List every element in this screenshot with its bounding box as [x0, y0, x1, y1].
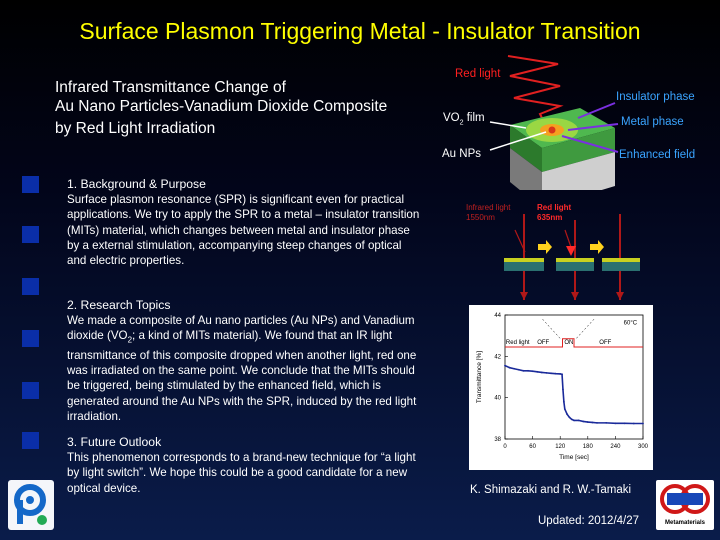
data-point [562, 400, 565, 403]
data-point [545, 371, 548, 374]
off-annotation-2: OFF [599, 340, 611, 346]
data-point [531, 370, 534, 373]
updated-date: Updated: 2012/4/27 [538, 515, 640, 527]
data-point [563, 408, 566, 410]
section-body: This phenomenon corresponds to a brand-n… [67, 451, 416, 495]
data-point [517, 368, 520, 371]
transmittance-series-line [504, 364, 643, 425]
data-point [566, 413, 568, 416]
institution-logo [8, 480, 54, 530]
data-point [586, 421, 589, 423]
bullet-square-3 [22, 278, 39, 295]
bullet-square-5 [22, 382, 39, 399]
metal-insulator-diagram [489, 55, 619, 190]
data-point [513, 367, 516, 370]
data-point [550, 372, 552, 375]
off-annotation-1: OFF [537, 340, 549, 346]
data-point [605, 421, 608, 424]
y-tick-label: 44 [494, 313, 501, 319]
y-tick-label: 38 [494, 437, 501, 443]
data-point [554, 372, 557, 375]
y-tick-label: 40 [494, 396, 501, 402]
x-axis-label: Time [sec] [559, 454, 589, 461]
y-axis-label: Transmittance [%] [476, 351, 483, 403]
x-tick-label: 180 [583, 444, 594, 450]
metamaterials-logo-text: Metamaterials [664, 520, 706, 526]
insulator-phase-label: Insulator phase [616, 91, 695, 103]
red-light-step-line [505, 338, 643, 348]
data-point [577, 419, 580, 422]
y-tick-label: 42 [494, 354, 501, 360]
data-point [527, 369, 529, 372]
bullet-square-2 [22, 226, 39, 243]
red-light-label: Red light [455, 68, 501, 80]
bullet-square-6 [22, 432, 39, 449]
enhanced-field-label: Enhanced field [619, 149, 696, 161]
data-point [614, 422, 617, 425]
data-point [642, 422, 644, 425]
section-body: We made a composite of Au nano particles… [67, 314, 417, 423]
on-annotation: ON [564, 340, 573, 346]
section-heading: 2. Research Topics [67, 298, 171, 312]
subtitle-line-3: by Red Light Irradiation [55, 120, 216, 137]
x-tick-label: 120 [555, 444, 566, 450]
data-point [536, 370, 539, 373]
x-tick-label: 0 [503, 444, 507, 450]
data-point [522, 369, 525, 372]
data-point [508, 366, 511, 369]
bullet-square-4 [22, 330, 39, 347]
data-point [632, 422, 635, 425]
metal-phase-label: Metal phase [621, 116, 684, 128]
data-point [540, 371, 543, 374]
plot-frame [504, 314, 644, 440]
slide-title: Surface Plasmon Triggering Metal - Insul… [79, 18, 641, 44]
metamaterials-logo: Metamaterials [656, 480, 714, 530]
bullet-square-1 [22, 176, 39, 193]
data-point [573, 419, 575, 422]
data-point [562, 388, 564, 391]
vo2-film-label: VO2 film [443, 112, 485, 127]
x-tick-label: 60 [529, 444, 536, 450]
data-point [504, 364, 506, 367]
section-outlook: 3. Future Outlook This phenomenon corres… [67, 435, 422, 496]
credit-authors: K. Shimazaki and R. W.-Tamaki [470, 484, 632, 496]
data-point [582, 420, 585, 423]
section-research: 2. Research Topics We made a composite o… [67, 298, 422, 424]
section-heading: 1. Background & Purpose [67, 177, 206, 191]
data-point [559, 373, 562, 375]
section-background: 1. Background & Purpose Surface plasmon … [67, 177, 422, 268]
data-point [591, 421, 594, 424]
data-point [561, 373, 563, 376]
temperature-annotation: 60°C [624, 320, 638, 326]
section-heading: 3. Future Outlook [67, 435, 162, 449]
data-point [596, 421, 598, 424]
subtitle-line-1: Infrared Transmittance Change of [55, 79, 286, 96]
switching-illustration [504, 214, 640, 300]
data-point [623, 422, 626, 425]
subtitle-line-2: Au Nano Particles-Vanadium Dioxide Compo… [55, 98, 388, 115]
x-tick-label: 300 [638, 444, 649, 450]
section-body: Surface plasmon resonance (SPR) is signi… [67, 193, 420, 268]
au-nps-label: Au NPs [442, 148, 481, 160]
on-guide-line [542, 318, 561, 339]
red-light-annotation: Red light [506, 340, 530, 346]
x-tick-label: 240 [610, 444, 621, 450]
data-point [570, 418, 573, 421]
data-point [568, 416, 571, 419]
off-guide-line [575, 318, 595, 339]
